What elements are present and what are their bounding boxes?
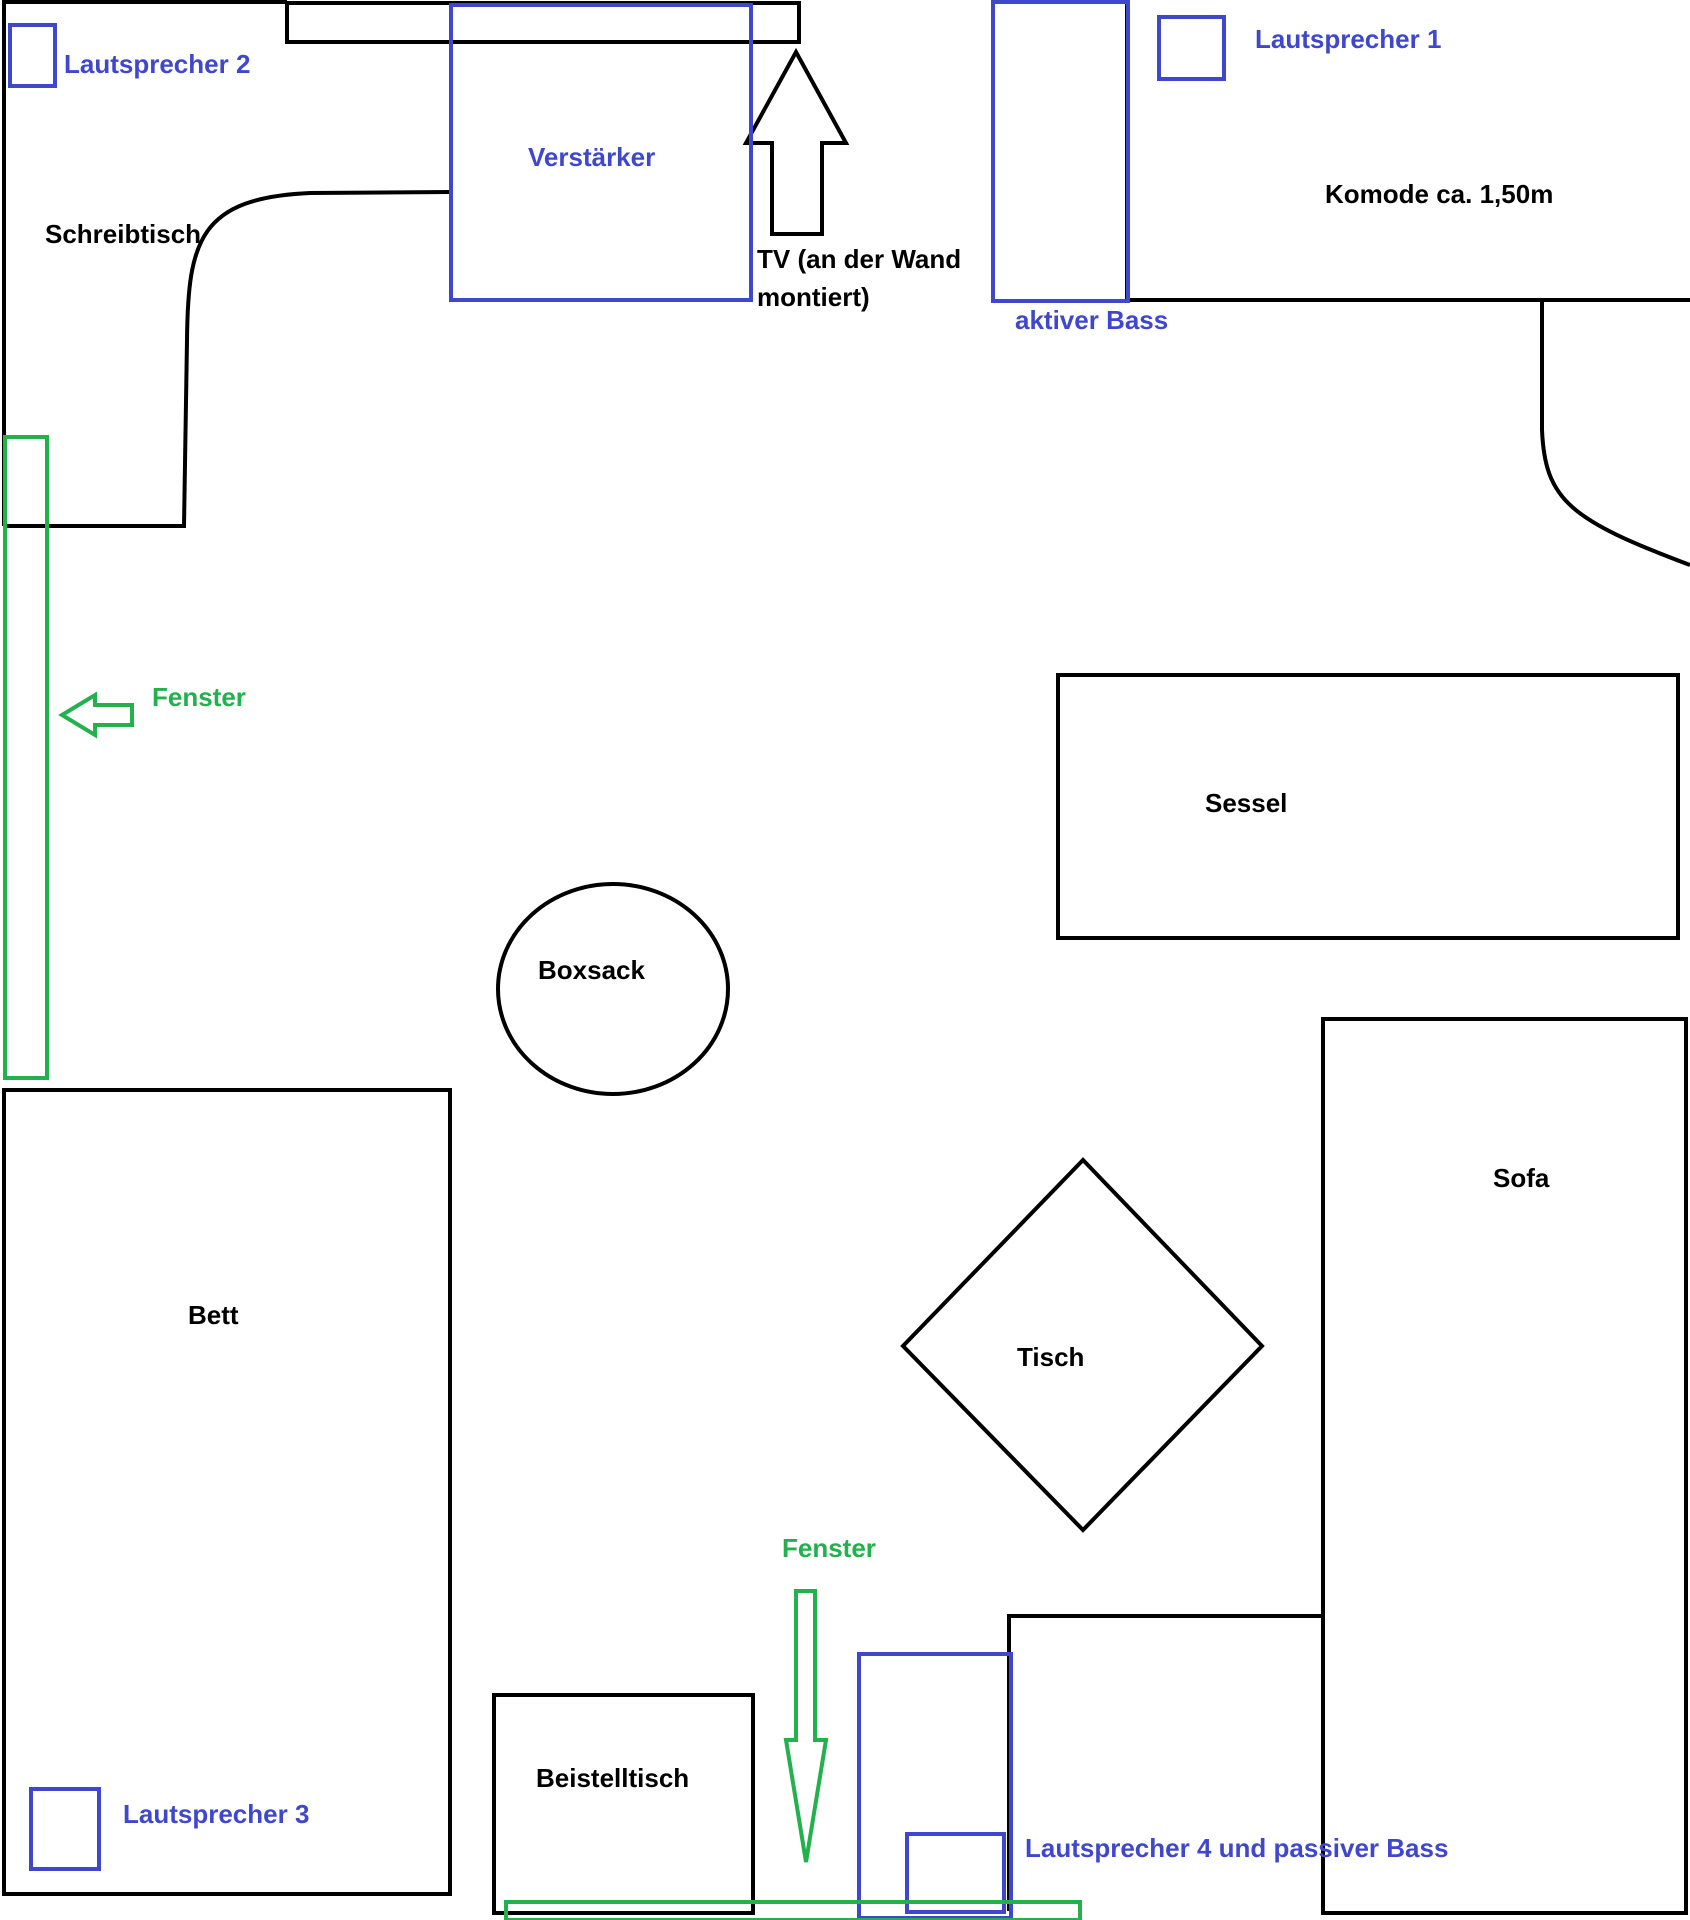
side-table-outline xyxy=(492,1693,755,1915)
window-bottom-label: Fenster xyxy=(782,1533,876,1563)
active-bass-label: aktiver Bass xyxy=(1015,305,1168,335)
sofa-outline xyxy=(1321,1017,1688,1915)
window-left-label: Fenster xyxy=(152,682,246,712)
speaker-4-box xyxy=(905,1832,1006,1914)
tv-label-line-2: montiert) xyxy=(757,282,870,312)
table-label: Tisch xyxy=(1017,1342,1084,1372)
door-swing-arc xyxy=(1540,300,1690,567)
desk-label: Schreibtisch xyxy=(45,219,201,249)
punching-bag-outline xyxy=(496,882,730,1096)
active-bass-box xyxy=(991,0,1130,303)
armchair-outline xyxy=(1056,673,1680,940)
armchair-label: Sessel xyxy=(1205,788,1287,818)
table-outline xyxy=(900,1157,1265,1533)
speaker-1-box xyxy=(1157,15,1226,81)
window-left-arrow-icon xyxy=(58,691,134,739)
punching-bag-label: Boxsack xyxy=(538,955,645,985)
window-bottom-frame xyxy=(504,1900,1082,1920)
window-left-frame xyxy=(3,435,49,1080)
cabinet-outline xyxy=(1007,1614,1323,1911)
speaker-1-label: Lautsprecher 1 xyxy=(1255,24,1441,54)
tv-label-line-1: TV (an der Wand xyxy=(757,244,961,274)
side-table-label: Beistelltisch xyxy=(536,1763,689,1793)
speaker-2-box xyxy=(8,23,57,88)
dresser-label: Komode ca. 1,50m xyxy=(1325,179,1553,209)
amplifier-box xyxy=(449,3,753,302)
speaker-3-box xyxy=(29,1787,101,1871)
tv-wall-mount xyxy=(285,1,801,44)
speaker-2-label: Lautsprecher 2 xyxy=(64,49,250,79)
window-bottom-arrow-icon xyxy=(783,1589,829,1863)
passive-bass-box xyxy=(857,1652,1013,1920)
tv-arrow-icon xyxy=(742,47,850,236)
speaker-4-label: Lautsprecher 4 und passiver Bass xyxy=(1025,1833,1448,1863)
speaker-3-label: Lautsprecher 3 xyxy=(123,1799,309,1829)
bed-label: Bett xyxy=(188,1300,239,1330)
sofa-label: Sofa xyxy=(1493,1163,1550,1193)
bed-outline xyxy=(2,1088,452,1896)
amplifier-label: Verstärker xyxy=(528,142,655,172)
desk-outline xyxy=(4,190,451,528)
